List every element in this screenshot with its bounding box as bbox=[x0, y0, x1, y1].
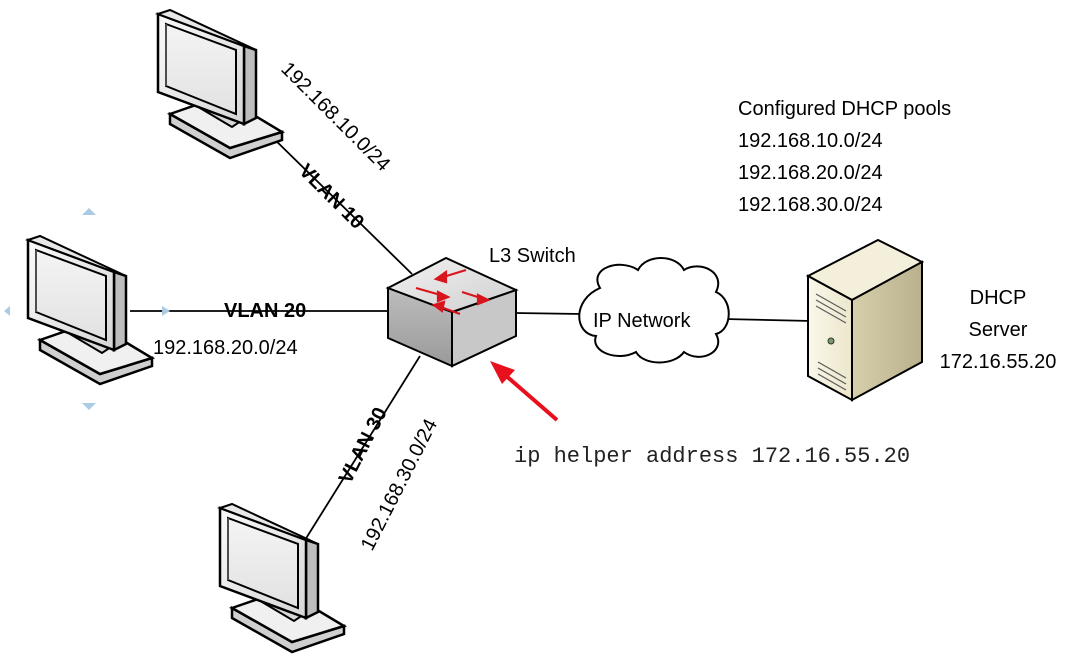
server-label-block: DHCP Server 172.16.55.20 bbox=[940, 287, 1057, 373]
dhcp-pools-heading: Configured DHCP pools bbox=[738, 98, 951, 120]
dhcp-pools-block: Configured DHCP pools 192.168.10.0/24 19… bbox=[738, 98, 951, 216]
vlan10-label: VLAN 10 bbox=[294, 160, 368, 234]
helper-arrow bbox=[490, 361, 559, 422]
server-label-line2: Server bbox=[969, 319, 1028, 341]
monitor-icon bbox=[26, 234, 154, 386]
ip-network-cloud-icon bbox=[578, 257, 730, 364]
dhcp-pool-item: 192.168.20.0/24 bbox=[738, 162, 883, 184]
handle-artifacts bbox=[4, 208, 170, 410]
link-switch-cloud bbox=[514, 312, 583, 315]
server-ip-label: 172.16.55.20 bbox=[940, 351, 1057, 373]
monitor-icon bbox=[156, 8, 284, 160]
cloud-label: IP Network bbox=[593, 310, 691, 332]
vlan20-subnet-label: 192.168.20.0/24 bbox=[153, 337, 298, 359]
l3-switch-icon bbox=[385, 256, 519, 368]
vlan20-label: VLAN 20 bbox=[224, 300, 306, 322]
monitor-icon bbox=[218, 502, 346, 654]
connection-lines bbox=[130, 132, 813, 541]
dhcp-pool-item: 192.168.30.0/24 bbox=[738, 194, 883, 216]
link-cloud-server bbox=[723, 318, 813, 322]
vlan30-label: VLAN 30 bbox=[335, 404, 392, 487]
link-vlan10 bbox=[267, 132, 413, 275]
link-vlan30 bbox=[304, 355, 421, 541]
server-label-line1: DHCP bbox=[970, 287, 1027, 309]
ip-helper-command: ip helper address 172.16.55.20 bbox=[514, 444, 910, 469]
dhcp-server-icon bbox=[805, 238, 925, 402]
switch-label: L3 Switch bbox=[489, 245, 576, 267]
dhcp-pool-item: 192.168.10.0/24 bbox=[738, 130, 883, 152]
